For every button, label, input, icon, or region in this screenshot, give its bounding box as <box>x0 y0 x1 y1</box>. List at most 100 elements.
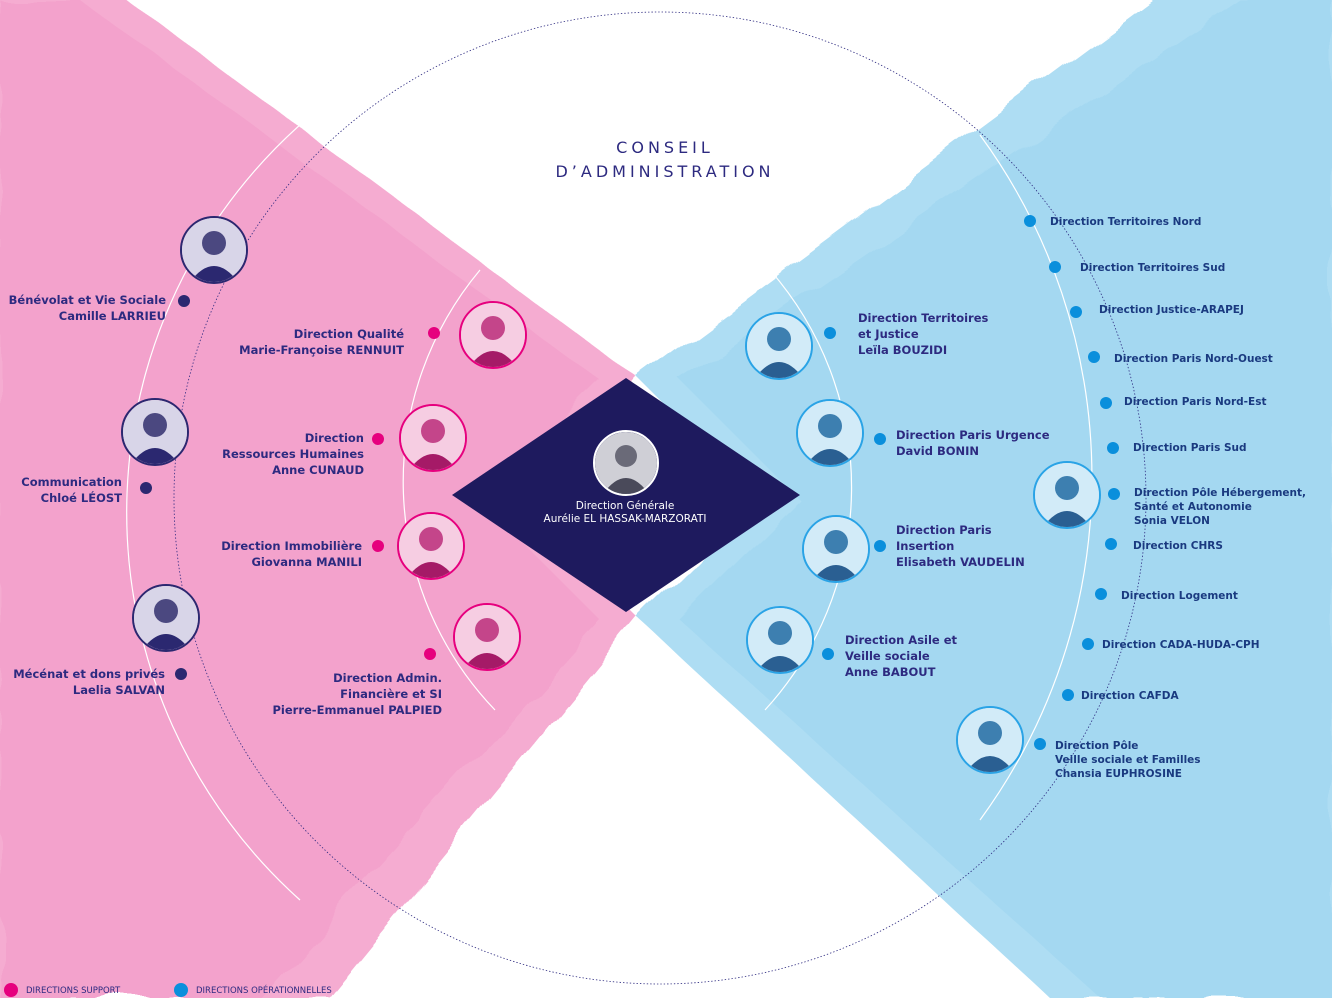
op-outer-label-line: Direction Pôle Hébergement, <box>1134 487 1306 499</box>
op-inner-label-line: et Justice <box>858 327 919 341</box>
legend-dot-operational <box>174 983 188 997</box>
op-outer-label-justice-arapej: Direction Justice-ARAPEJ <box>1099 303 1244 317</box>
outer-left-name: Chloé LÉOST <box>40 491 122 505</box>
dot-rh <box>372 433 384 445</box>
conseil-circle <box>173 11 1147 985</box>
direction-generale-label: Direction Générale Aurélie EL HASSAK-MAR… <box>500 500 750 526</box>
dot-territoires-sud <box>1049 261 1061 273</box>
support-label-line: Pierre-Emmanuel PALPIED <box>272 703 443 717</box>
support-label-line: Ressources Humaines <box>222 447 364 461</box>
avatar-admin-financiere <box>453 603 521 671</box>
op-inner-label-line: Veille sociale <box>845 649 930 663</box>
dot-territoires-nord <box>1024 215 1036 227</box>
dot-mecenat <box>175 668 187 680</box>
avatar-mecenat <box>132 584 200 652</box>
outer-left-label-mecenat: Mécénat et dons privés Laelia SALVAN <box>13 666 165 698</box>
op-outer-label-line: Direction Justice-ARAPEJ <box>1099 304 1244 316</box>
dot-chrs <box>1105 538 1117 550</box>
op-inner-label-line: Anne BABOUT <box>845 665 936 679</box>
outer-left-name: Laelia SALVAN <box>72 683 165 697</box>
support-label-rh: Direction Ressources Humaines Anne CUNAU… <box>222 430 364 478</box>
op-outer-label-paris-nord-est: Direction Paris Nord-Est <box>1124 395 1266 409</box>
dot-cafda <box>1062 689 1074 701</box>
op-outer-label-territoires-sud: Direction Territoires Sud <box>1080 261 1225 275</box>
support-label-line: Direction Immobilière <box>221 539 362 553</box>
direction-generale-role: Direction Générale <box>575 500 675 512</box>
op-inner-label-line: Direction Asile et <box>845 633 958 647</box>
dot-paris-urgence <box>874 433 886 445</box>
outer-left-label-communication: Communication Chloé LÉOST <box>21 474 122 506</box>
op-inner-label-line: Leïla BOUZIDI <box>858 343 948 357</box>
legend-label-operational: DIRECTIONS OPÉRATIONNELLES <box>196 986 332 996</box>
avatar-pole-hebergement <box>1033 461 1101 529</box>
op-outer-label-cada: Direction CADA-HUDA-CPH <box>1102 638 1260 652</box>
dot-logement <box>1095 588 1107 600</box>
support-label-line: Giovanna MANILI <box>251 555 362 569</box>
op-outer-label-line: Direction Paris Nord-Est <box>1124 396 1267 408</box>
op-outer-label-line: Direction CAFDA <box>1081 690 1179 702</box>
op-inner-label-line: Direction Territoires <box>858 311 989 325</box>
op-inner-label-line: Insertion <box>896 539 955 553</box>
direction-generale-name: Aurélie EL HASSAK-MARZORATI <box>543 513 707 525</box>
avatar-territoires-justice <box>745 312 813 380</box>
op-outer-label-logement: Direction Logement <box>1121 589 1238 603</box>
op-outer-label-paris-nord-ouest: Direction Paris Nord-Ouest <box>1114 352 1273 366</box>
dot-cada <box>1082 638 1094 650</box>
op-outer-label-line: Direction CHRS <box>1133 540 1223 552</box>
avatar-direction-generale <box>593 430 659 496</box>
support-label-line: Direction Qualité <box>293 327 404 341</box>
support-label-line: Financière et SI <box>340 687 442 701</box>
dot-justice-arapej <box>1070 306 1082 318</box>
op-outer-label-cafda: Direction CAFDA <box>1081 689 1179 703</box>
support-label-immobiliere: Direction Immobilière Giovanna MANILI <box>221 538 362 570</box>
dot-qualite <box>428 327 440 339</box>
left-inner-arc <box>402 269 496 711</box>
outer-left-label-benevolat: Bénévolat et Vie Sociale Camille LARRIEU <box>9 292 166 324</box>
op-outer-label-line: Chansia EUPHROSINE <box>1055 768 1182 780</box>
support-label-line: Marie-Françoise RENNUIT <box>239 343 404 357</box>
dot-pole-veille <box>1034 738 1046 750</box>
op-outer-label-line: Santé et Autonomie <box>1134 501 1252 513</box>
op-outer-label-line: Direction Pôle <box>1055 740 1139 752</box>
op-outer-label-line: Direction CADA-HUDA-CPH <box>1102 639 1260 651</box>
op-outer-label-territoires-nord: Direction Territoires Nord <box>1050 215 1201 229</box>
support-label-line: Direction <box>304 431 364 445</box>
conseil-title-line-2: D’ADMINISTRATION <box>555 162 775 181</box>
op-outer-label-line: Direction Paris Nord-Ouest <box>1114 353 1273 365</box>
outer-left-role: Mécénat et dons privés <box>13 667 165 681</box>
op-inner-label-asile: Direction Asile et Veille sociale Anne B… <box>845 632 957 680</box>
dot-immobiliere <box>372 540 384 552</box>
op-inner-label-territoires-justice: Direction Territoires et Justice Leïla B… <box>858 310 988 358</box>
op-inner-label-line: Direction Paris <box>896 523 992 537</box>
op-inner-label-line: Elisabeth VAUDELIN <box>896 555 1025 569</box>
op-inner-label-line: David BONIN <box>896 444 980 458</box>
op-inner-label-line: Direction Paris Urgence <box>896 428 1050 442</box>
op-outer-label-pole-veille: Direction Pôle Veille sociale et Famille… <box>1055 739 1201 781</box>
support-label-line: Direction Admin. <box>333 671 442 685</box>
op-inner-label-paris-urgence: Direction Paris Urgence David BONIN <box>896 427 1050 459</box>
dot-admin-financiere <box>424 648 436 660</box>
op-outer-label-line: Direction Territoires Nord <box>1050 216 1202 228</box>
dot-pole-hebergement <box>1108 488 1120 500</box>
op-outer-label-line: Direction Territoires Sud <box>1080 262 1226 274</box>
avatar-qualite <box>459 301 527 369</box>
dot-communication <box>140 482 152 494</box>
dot-paris-nord-est <box>1100 397 1112 409</box>
avatar-communication <box>121 398 189 466</box>
avatar-rh <box>399 404 467 472</box>
conseil-title-line-1: CONSEIL <box>616 138 714 157</box>
support-label-qualite: Direction Qualité Marie-Françoise RENNUI… <box>239 326 404 358</box>
dot-paris-nord-ouest <box>1088 351 1100 363</box>
op-inner-label-paris-insertion: Direction Paris Insertion Elisabeth VAUD… <box>896 522 1025 570</box>
avatar-asile <box>746 606 814 674</box>
dot-asile <box>822 648 834 660</box>
dot-territoires-justice <box>824 327 836 339</box>
dot-benevolat <box>178 295 190 307</box>
legend-label-support: DIRECTIONS SUPPORT <box>26 986 121 996</box>
op-outer-label-pole-hebergement: Direction Pôle Hébergement, Santé et Aut… <box>1134 486 1306 528</box>
op-outer-label-line: Sonia VELON <box>1134 515 1210 527</box>
outer-left-role: Communication <box>21 475 122 489</box>
avatar-immobiliere <box>397 512 465 580</box>
